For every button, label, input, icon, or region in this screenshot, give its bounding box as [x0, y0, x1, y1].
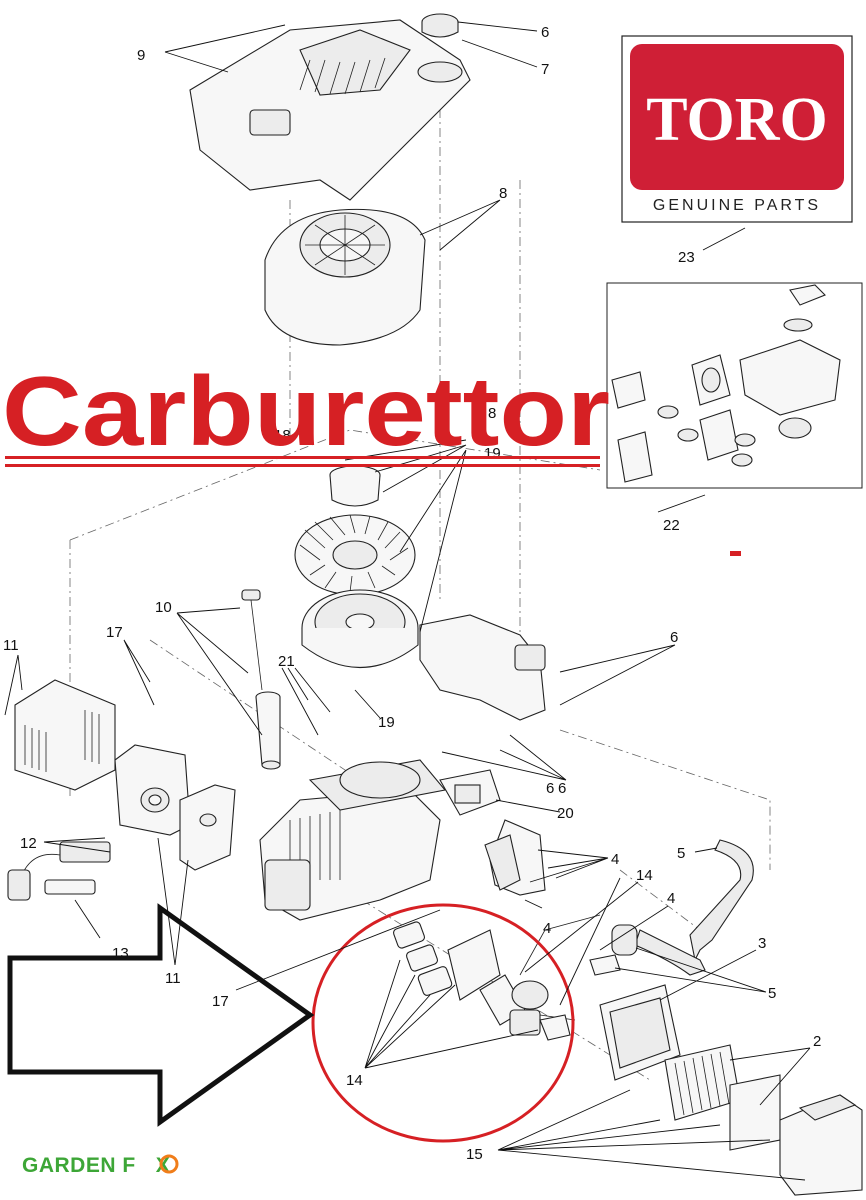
- toro-tagline-text: GENUINE PARTS: [653, 197, 821, 214]
- callout-22: 22: [663, 517, 680, 534]
- air-filter-assembly: [599, 984, 863, 1196]
- callout-18: 18: [274, 427, 291, 444]
- muffler-gasket: [179, 784, 236, 871]
- callout-3: 3: [758, 935, 766, 952]
- callout-8-mid: 8: [488, 405, 496, 422]
- callout-4-mid: 4: [543, 920, 551, 937]
- ignition-coil: [439, 769, 501, 816]
- blower-housing: [189, 19, 471, 201]
- brand-word-f: F: [122, 1154, 135, 1177]
- title-text: Carburettor: [2, 356, 610, 466]
- callout-6-right: 6: [546, 780, 554, 797]
- callout-5-bottom: 5: [768, 985, 776, 1002]
- toro-logo: TORO GENUINE PARTS: [621, 35, 853, 223]
- callout-4-right: 4: [667, 890, 675, 907]
- fox-o-icon: [159, 1154, 179, 1174]
- callout-13: 13: [112, 945, 129, 962]
- callout-17-top: 17: [106, 624, 123, 641]
- callout-10: 10: [155, 599, 172, 616]
- callout-23: 23: [678, 249, 695, 266]
- callout-11-bottom: 11: [165, 970, 181, 987]
- title-overlay: Carburettor: [2, 356, 610, 467]
- engine-block: [259, 759, 447, 921]
- callout-12: 12: [20, 835, 37, 852]
- callout-8: 8: [499, 185, 507, 202]
- fuel-line: [589, 839, 754, 976]
- muffler: [114, 744, 191, 836]
- arrow-icon: [7, 903, 315, 1127]
- callout-19-mid: 19: [378, 714, 395, 731]
- spark-plug-wire: [7, 841, 111, 901]
- callout-11-top: 11: [3, 637, 19, 654]
- title-underline-2: [5, 464, 600, 467]
- callout-20: 20: [557, 805, 574, 822]
- callout-21: 21: [278, 653, 295, 670]
- callout-4-top: 4: [611, 851, 619, 868]
- highlight-circle: [311, 903, 575, 1143]
- recoil-starter: [264, 208, 426, 346]
- carburettor-assembly: [393, 914, 601, 1041]
- red-dash-mark: [730, 551, 741, 556]
- callout-2: 2: [813, 1033, 821, 1050]
- flywheel: [301, 589, 419, 669]
- callout-9: 9: [137, 47, 145, 64]
- callout-17-bottom: 17: [212, 993, 229, 1010]
- fuel-tank: [419, 614, 546, 721]
- title-underline-1: [5, 456, 600, 459]
- gasket-kit-inset: [606, 282, 863, 489]
- brand-word-garden: GARDEN: [22, 1154, 116, 1177]
- flywheel-fan: [294, 514, 416, 596]
- starter-cup: [329, 465, 381, 507]
- callout-6-mid: 6: [558, 780, 566, 797]
- throttle-bracket: [484, 819, 546, 896]
- callout-14-top: 14: [636, 867, 653, 884]
- dipstick: [241, 589, 281, 770]
- fuel-cap: [421, 13, 459, 38]
- callout-6-cap: 6: [541, 24, 549, 41]
- callout-7: 7: [541, 61, 549, 78]
- callout-14-bottom: 14: [346, 1072, 363, 1089]
- toro-brand-text: TORO: [646, 86, 827, 154]
- muffler-guard: [14, 679, 116, 791]
- leader-lines: [4, 21, 811, 1181]
- svg-text:GARDEN FX: GARDEN FX: [22, 1154, 170, 1177]
- callout-15: 15: [466, 1146, 483, 1163]
- callout-6-tank: 6: [670, 629, 678, 646]
- callout-5-top: 5: [677, 845, 685, 862]
